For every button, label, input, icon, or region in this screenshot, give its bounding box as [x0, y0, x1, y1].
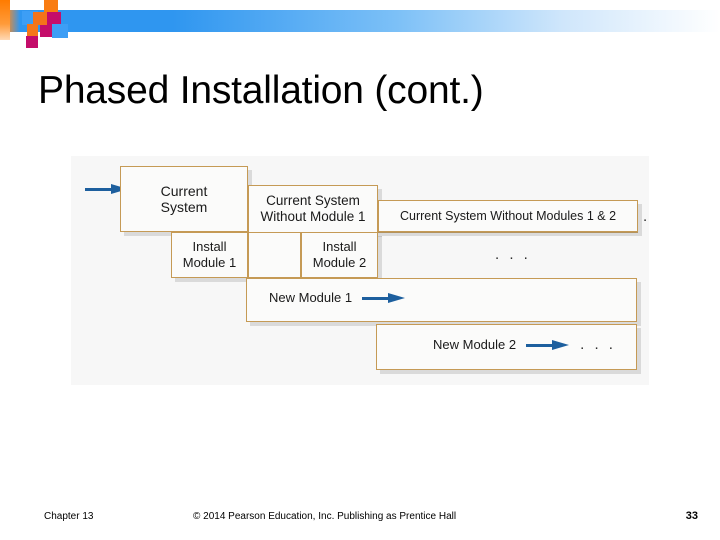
blue-square-right	[52, 24, 68, 38]
box-current-system-without-modules-1-and-2-label: Current System Without Modules 1 & 2	[399, 209, 617, 223]
footer-chapter: Chapter 13	[44, 511, 94, 522]
box-new-module-1: New Module 1	[246, 278, 637, 322]
box-install-module-1-label: Install Module 1	[182, 239, 237, 270]
magenta-square-top	[47, 12, 61, 25]
box-current-system-without-module-1-label: Current System Without Module 1	[260, 193, 366, 224]
new-module-2-ellipsis: . . .	[580, 336, 616, 353]
phased-installation-diagram: Current System Current System Without Mo…	[71, 156, 649, 385]
box-install-gap-spacer	[248, 232, 301, 278]
box-current-system-without-modules-1-and-2: Current System Without Modules 1 & 2	[378, 200, 638, 232]
gradient-bar	[0, 10, 720, 32]
header-decoration-band	[0, 0, 720, 48]
orange-square-lower	[27, 24, 38, 36]
timeline-rule-right	[378, 232, 638, 233]
footer-copyright: © 2014 Pearson Education, Inc. Publishin…	[193, 511, 457, 522]
box-install-module-1: Install Module 1	[171, 232, 248, 278]
magenta-square-low	[26, 36, 38, 48]
box-install-module-2-label: Install Module 2	[312, 239, 367, 270]
orange-square-top	[44, 0, 58, 13]
middle-ellipsis: . . .	[495, 246, 531, 263]
box-new-module-2: New Module 2 . . .	[376, 324, 637, 370]
new-module-1-arrow-icon	[362, 292, 406, 304]
box-new-module-1-label: New Module 1	[269, 290, 353, 305]
box-current-system: Current System	[120, 166, 248, 232]
new-module-2-arrow-icon	[526, 339, 570, 351]
box-new-module-2-label: New Module 2	[433, 337, 517, 352]
box-current-system-label: Current System	[160, 183, 208, 215]
box-current-system-without-module-1: Current System Without Module 1	[248, 185, 378, 233]
entry-arrow-icon	[85, 184, 129, 195]
page-title: Phased Installation (cont.)	[38, 69, 484, 112]
footer-page-number: 33	[685, 510, 698, 522]
right-ellipsis: .	[643, 208, 651, 225]
orange-square-mid	[33, 12, 47, 25]
magenta-square-mid	[40, 25, 52, 37]
box-install-module-2: Install Module 2	[301, 232, 378, 278]
orange-edge-stripe	[0, 0, 10, 40]
slide-footer: Chapter 13 © 2014 Pearson Education, Inc…	[0, 508, 720, 528]
